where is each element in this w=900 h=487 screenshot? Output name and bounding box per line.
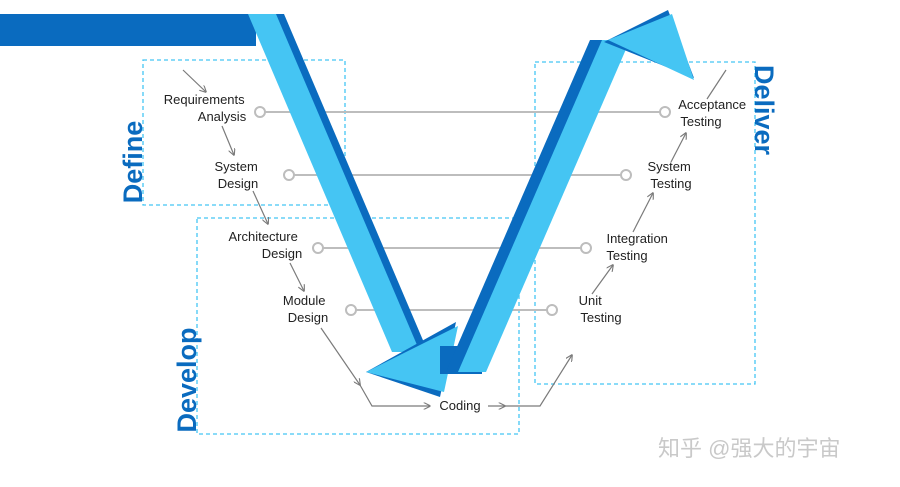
step-architecture-design: Architecture Design [229, 229, 303, 261]
deliver-box [534, 61, 756, 385]
phase-define-label: Define [118, 121, 148, 204]
v-descending-arrow [248, 14, 458, 397]
phase-deliver-label: Deliver [749, 65, 779, 156]
top-left-band [0, 14, 256, 46]
step-system-design: System Design [215, 159, 262, 191]
step-flow-arrows [182, 69, 727, 406]
phase-develop-label: Develop [172, 327, 202, 432]
step-acceptance-testing: Acceptance Testing [678, 97, 750, 129]
step-integration-testing: Integration Testing [606, 231, 671, 263]
step-module-design: Module Design [283, 293, 329, 325]
v-ascending-arrow [446, 10, 694, 372]
watermark: 知乎 @强大的宇宙 [658, 436, 840, 461]
step-unit-testing: Unit Testing [579, 293, 622, 325]
step-system-testing: System Testing [648, 159, 695, 191]
step-coding: Coding [439, 398, 480, 413]
define-box [142, 59, 346, 206]
step-requirements-analysis: Requirements Analysis [164, 92, 249, 124]
